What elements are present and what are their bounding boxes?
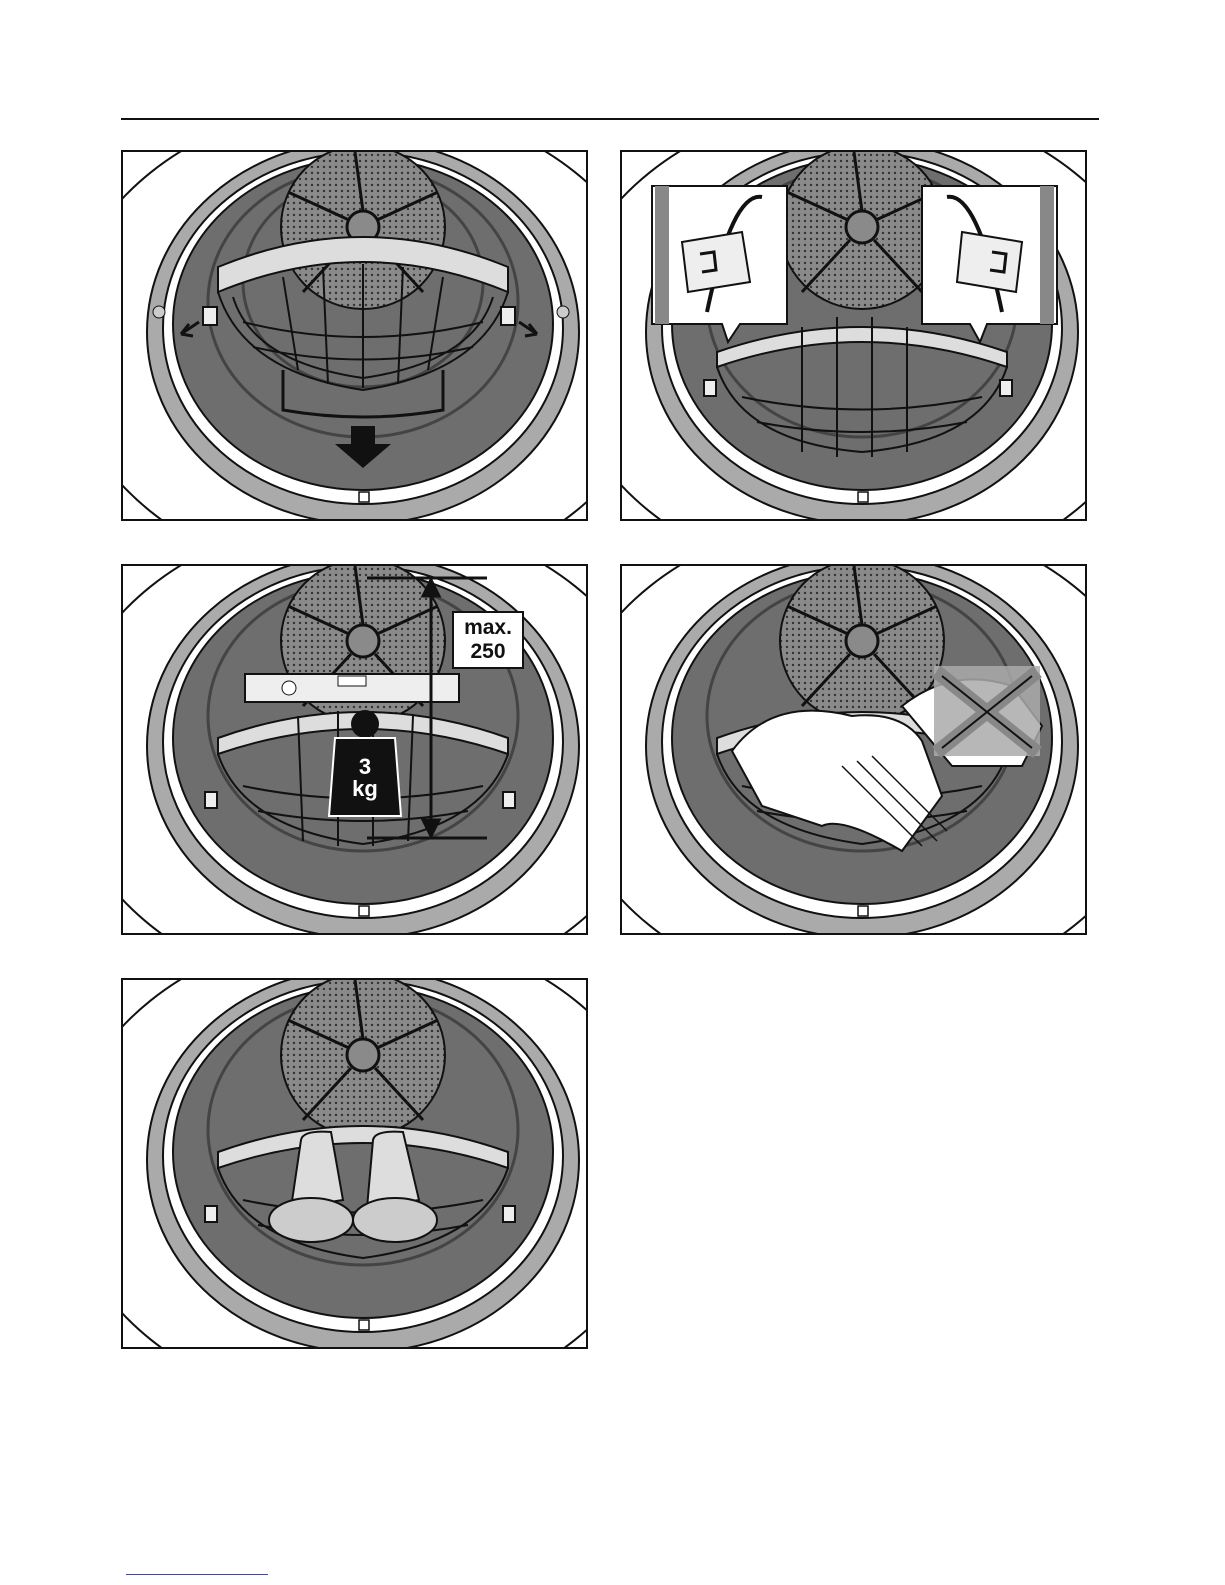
weight-unit: kg [329, 778, 401, 800]
clip-detail-right [922, 186, 1057, 342]
max-label: max. [453, 616, 523, 640]
header-rule [121, 118, 1099, 120]
panel-basket-load-limit: max. 250 3 kg [121, 564, 588, 935]
panel-remove-basket [121, 150, 588, 521]
max-value: 250 [453, 640, 523, 664]
panel-no-items-hanging [620, 564, 1087, 935]
cross-icon [934, 666, 1040, 756]
weight-value: 3 [329, 756, 401, 778]
clip-detail-left [652, 186, 787, 342]
panel-shoes-in-basket [121, 978, 588, 1349]
panel-basket-clips-detail [620, 150, 1087, 521]
footer-link-underline [126, 1574, 268, 1575]
